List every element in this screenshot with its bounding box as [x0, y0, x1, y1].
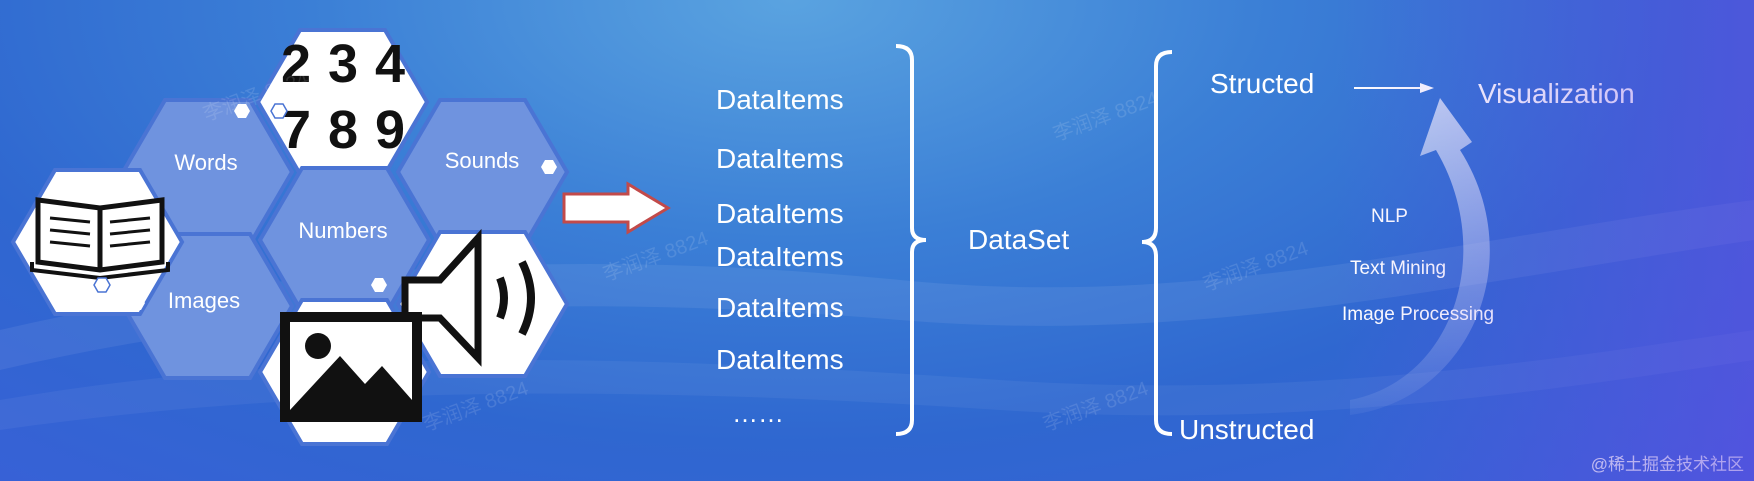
digit-3: 3	[328, 34, 358, 94]
data-item: DataItems	[716, 84, 844, 115]
left-brace	[1141, 50, 1173, 436]
dot-marker	[129, 296, 145, 310]
process-step-image-processing: Image Processing	[1342, 304, 1495, 325]
process-step-nlp: NLP	[1371, 206, 1408, 227]
dataset-label: DataSet	[968, 224, 1070, 255]
digit-2: 2	[281, 34, 311, 94]
data-item: DataItems	[716, 143, 844, 174]
hex-label-sounds: Sounds	[445, 148, 520, 173]
data-items-ellipsis: ……	[732, 398, 784, 428]
hex-label-images: Images	[168, 288, 240, 313]
data-types-cluster: 2 3 4 7 8 9	[10, 28, 570, 446]
picture-icon	[257, 298, 432, 446]
footer-credit: @稀土掘金技术社区	[1590, 455, 1744, 474]
numbers-image-hex: 2 3 4 7 8 9	[255, 28, 430, 176]
right-brace	[895, 44, 927, 436]
book-icon	[10, 168, 185, 316]
data-item: DataItems	[716, 292, 844, 323]
data-item: DataItems	[716, 241, 844, 272]
dot-marker	[234, 104, 250, 118]
unstructured-label: Unstructed	[1179, 414, 1315, 445]
process-arc-arrow	[1350, 98, 1490, 415]
digit-8: 8	[328, 100, 358, 160]
digit-4: 4	[375, 34, 405, 94]
data-item: DataItems	[716, 198, 844, 229]
dot-marker	[541, 160, 557, 174]
hex-label-words: Words	[174, 150, 237, 175]
speaker-icon	[395, 228, 570, 378]
data-item: DataItems	[716, 344, 844, 375]
dot-marker	[371, 278, 387, 292]
dot-marker	[93, 277, 111, 293]
digit-9: 9	[375, 100, 405, 160]
process-step-text-mining: Text Mining	[1350, 258, 1447, 279]
to-visualization-arrow	[1354, 83, 1434, 93]
right-arrow-icon	[562, 181, 671, 235]
hex-label-numbers: Numbers	[298, 218, 387, 243]
visualization-label: Visualization	[1478, 78, 1635, 109]
structured-label: Structed	[1210, 68, 1315, 99]
dot-marker	[270, 103, 288, 119]
